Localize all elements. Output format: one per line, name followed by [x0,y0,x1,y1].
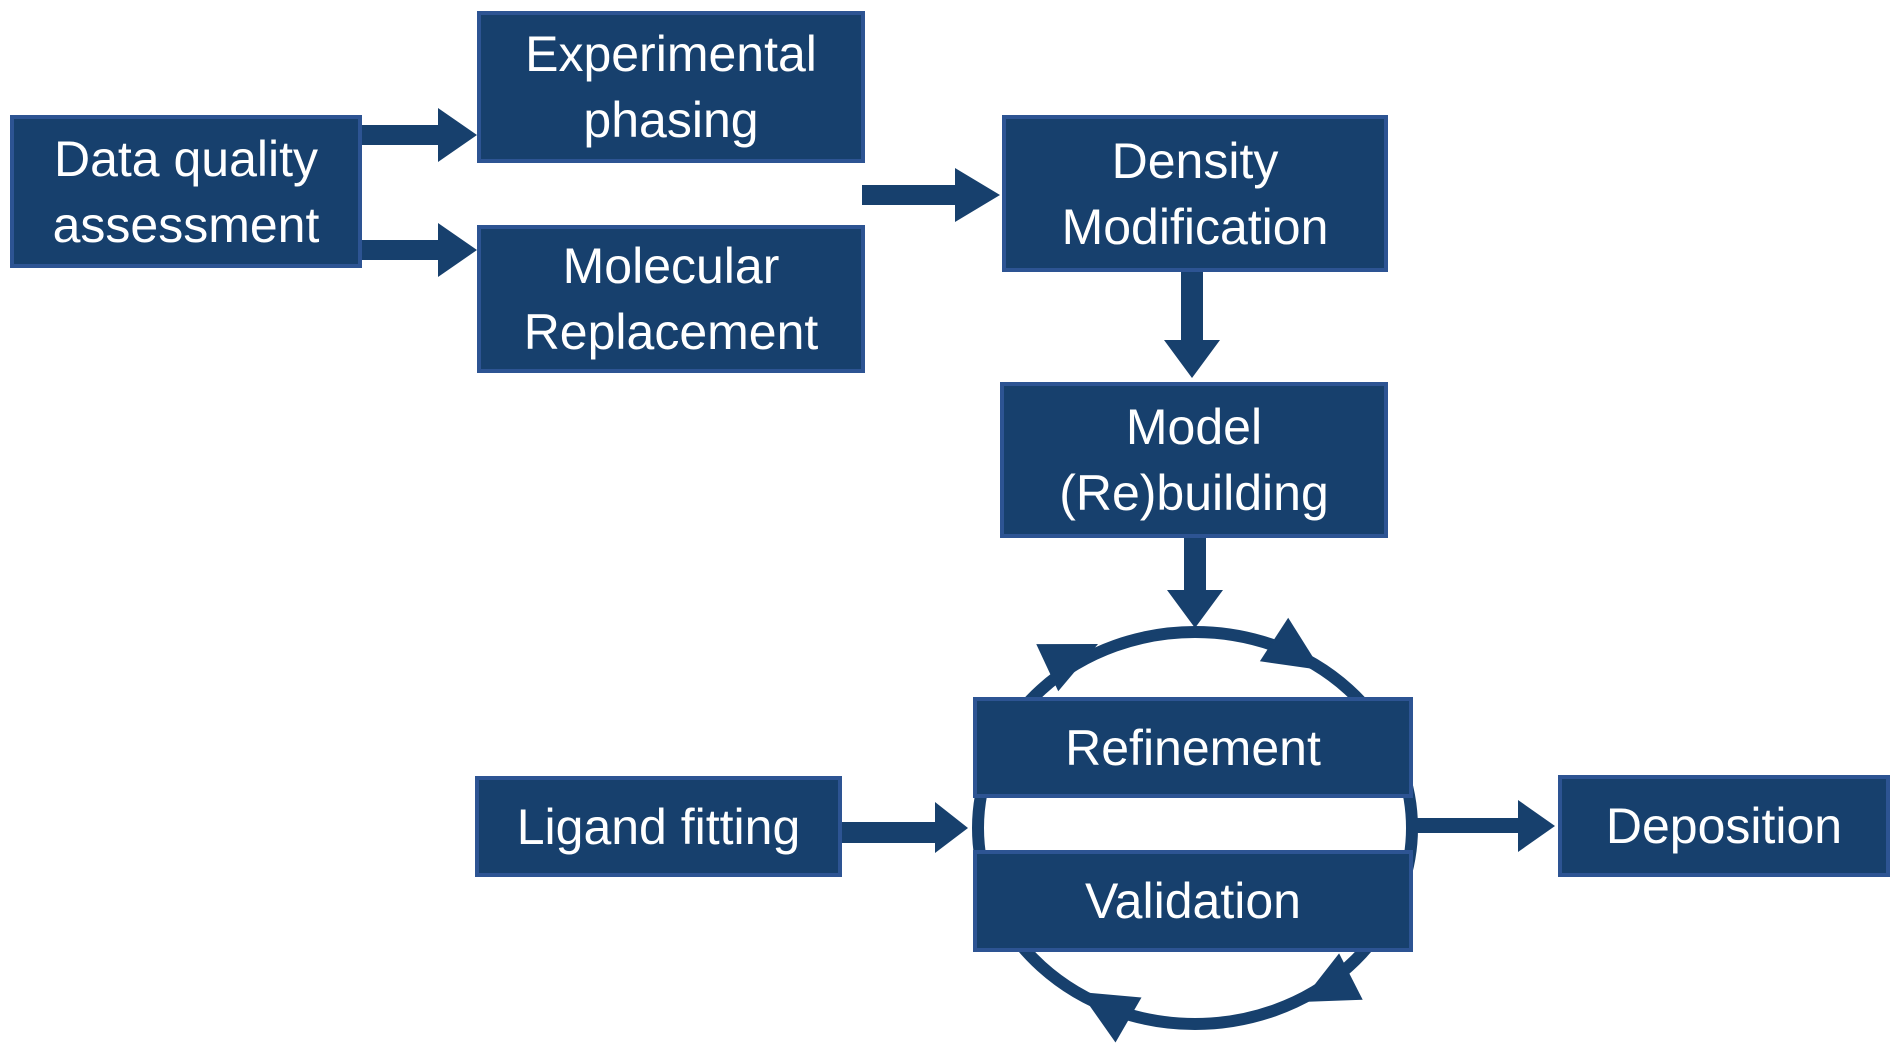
node-label: Model (Re)building [1059,399,1329,521]
node-refinement: Refinement [973,697,1413,798]
cycle-arrowhead-bottom-right [1301,953,1363,1002]
node-label: Validation [1085,873,1301,929]
node-deposition: Deposition [1558,775,1890,877]
node-density-modification: Density Modification [1002,115,1388,272]
node-label: Deposition [1605,798,1843,854]
node-label: Refinement [1065,719,1321,776]
node-label: Density Modification [1061,132,1329,255]
arrow-densitymod-to-rebuilding [1164,272,1220,378]
node-validation: Validation [973,850,1413,952]
arrow-phasing-to-densitymod [862,168,1000,222]
arrow-rebuilding-to-cycle [1167,538,1223,628]
node-molecular-replacement: Molecular Replacement [477,225,865,373]
node-label: Experimental phasing [525,26,817,148]
cycle-arrowhead-top-right [1259,617,1321,670]
node-experimental-phasing: Experimental phasing [477,11,865,163]
node-label: Data quality assessment [52,130,320,253]
node-label: Ligand fitting [516,798,801,855]
arrow-ligand-to-cycle [842,802,968,853]
cycle-ellipse [972,626,1418,1030]
node-ligand-fitting: Ligand fitting [475,776,842,877]
node-data-quality-assessment: Data quality assessment [10,115,362,268]
node-label: Molecular Replacement [523,238,819,360]
cycle-arrowhead-top-left [1036,644,1098,692]
node-model-rebuilding: Model (Re)building [1000,382,1388,538]
arrow-dataquality-to-experimental [362,108,477,162]
cycle-arrowhead-bottom-left [1080,992,1142,1043]
arrow-dataquality-to-molecular [362,223,477,277]
arrow-cycle-to-deposition [1413,800,1555,852]
